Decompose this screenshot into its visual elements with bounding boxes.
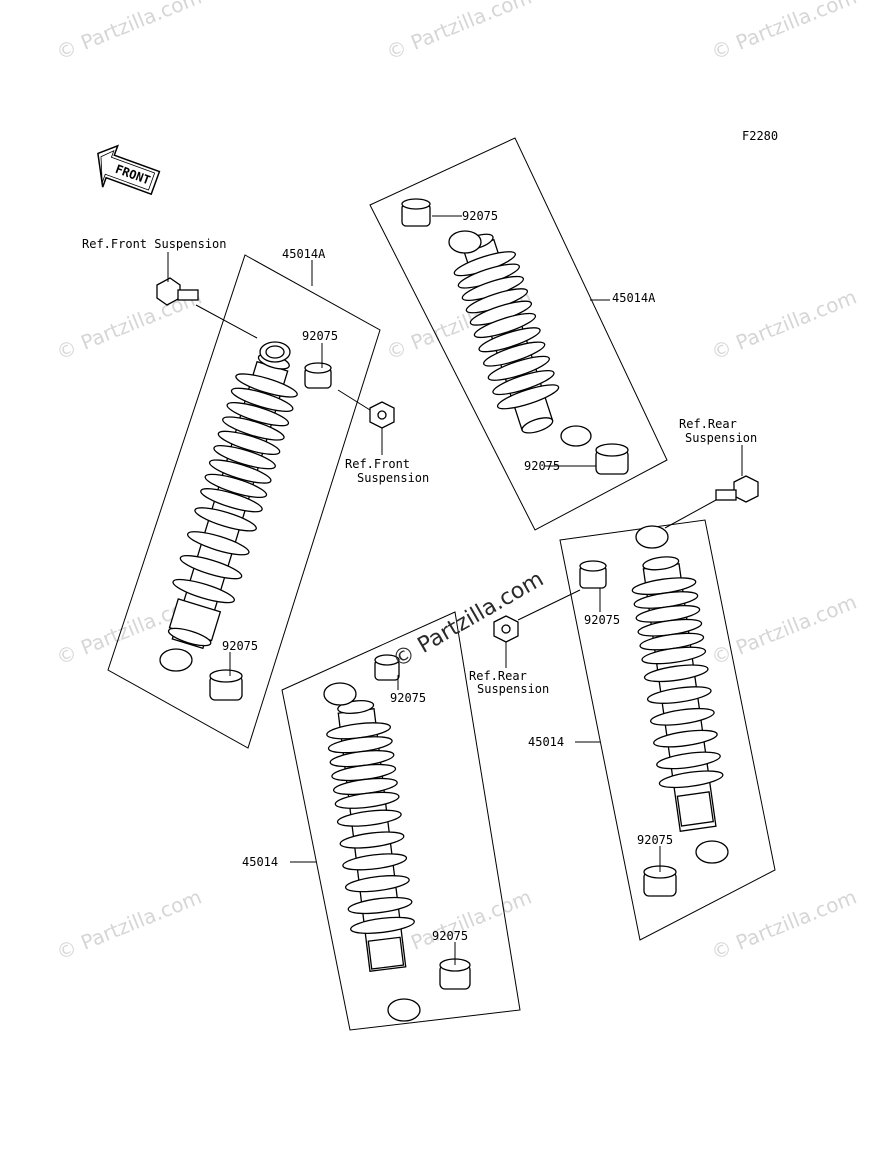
label-45014A: 45014A	[612, 291, 656, 305]
watermark-center: © Partzilla.com	[389, 567, 549, 674]
top-eye	[259, 341, 291, 363]
top-eye	[448, 230, 482, 254]
label-92075: 92075	[432, 929, 468, 943]
bushing-92075-icon	[579, 560, 607, 589]
watermark: © Partzilla.com	[708, 590, 860, 670]
label-92075: 92075	[222, 639, 258, 653]
bolt-icon	[664, 475, 759, 529]
watermark: © Partzilla.com	[708, 285, 860, 365]
group-front-right-45014A: 92075 45014A 92075	[369, 137, 668, 531]
top-eye	[635, 525, 669, 549]
label-45014A: 45014A	[282, 247, 326, 261]
label-92075: 92075	[302, 329, 338, 343]
label-ref-rear-suspension: Ref.Rear	[469, 669, 527, 683]
group-front-left-45014A: 45014A 92075 92075 Ref.Front Suspension …	[82, 237, 429, 749]
group-rear-left-45014: 92075 92075 45014	[242, 611, 521, 1031]
watermark: © Partzilla.com	[708, 0, 860, 65]
shock-absorber-45014A-left	[167, 353, 300, 650]
label-ref-front-suspension: Ref.Front	[345, 457, 410, 471]
bottom-eye	[560, 425, 592, 447]
bushing-92075-icon	[304, 362, 332, 389]
bolt-icon	[156, 277, 258, 339]
label-92075: 92075	[390, 691, 426, 705]
label-ref-front-suspension: Suspension	[357, 471, 429, 485]
label-92075: 92075	[524, 459, 560, 473]
bushing-92075-icon	[209, 669, 243, 701]
shock-absorber-45014-right	[630, 556, 725, 832]
bottom-eye	[159, 648, 193, 672]
label-ref-front-suspension: Ref.Front Suspension	[82, 237, 227, 251]
front-arrow-icon: FRONT	[97, 144, 161, 196]
shock-absorber-45014-left	[325, 700, 416, 972]
label-92075: 92075	[462, 209, 498, 223]
nut-icon	[337, 389, 395, 429]
label-45014: 45014	[528, 735, 564, 749]
bottom-eye	[387, 998, 421, 1022]
nut-icon	[493, 589, 581, 668]
bushing-92075-icon	[401, 198, 431, 227]
label-ref-rear-suspension: Suspension	[477, 682, 549, 696]
top-eye	[323, 682, 357, 706]
watermark: © Partzilla.com	[53, 885, 205, 965]
bushing-92075-icon	[595, 443, 629, 475]
label-92075: 92075	[637, 833, 673, 847]
bushing-92075-icon	[374, 654, 400, 681]
label-ref-rear-suspension: Ref.Rear	[679, 417, 737, 431]
label-ref-rear-suspension: Suspension	[685, 431, 757, 445]
watermark: © Partzilla.com	[708, 885, 860, 965]
figure-code: F2280	[742, 129, 778, 143]
watermark: © Partzilla.com	[53, 0, 205, 65]
group-rear-right-45014: 92075 92075 45014 Ref.Rear Suspension Re…	[469, 417, 776, 941]
label-92075: 92075	[584, 613, 620, 627]
label-45014: 45014	[242, 855, 278, 869]
watermark: © Partzilla.com	[383, 0, 535, 65]
bottom-eye	[695, 840, 729, 864]
